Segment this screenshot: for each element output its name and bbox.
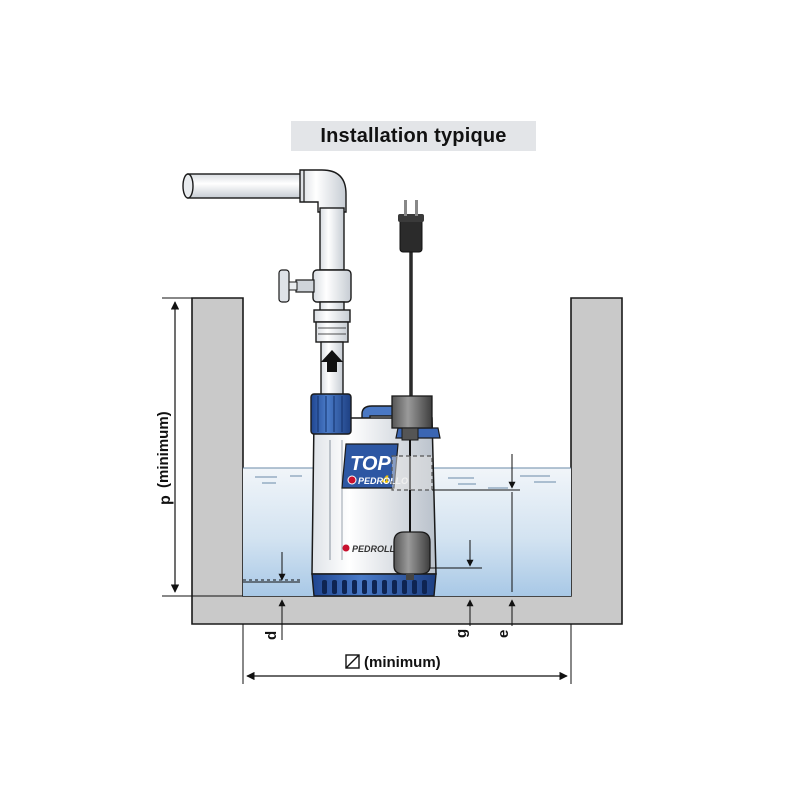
- dimension-e: e: [432, 454, 520, 638]
- dimension-p-label: p: [157, 495, 174, 505]
- pump-model-number: 4: [381, 473, 389, 487]
- discharge-pipe: [182, 169, 347, 271]
- dimension-p: p (minimum): [155, 297, 243, 597]
- dimension-e-label: e: [495, 630, 512, 638]
- diameter-symbol-box-icon: [345, 654, 360, 669]
- title-banner: Installation typique: [291, 121, 536, 151]
- dimension-diameter-note: (minimum): [364, 654, 441, 671]
- dimension-p-note: (minimum): [155, 411, 172, 488]
- gate-valve-icon: [278, 269, 352, 303]
- electric-plug-icon: [398, 200, 424, 253]
- flow-direction-arrow-icon: [321, 350, 343, 372]
- dimension-g-label: g: [453, 629, 470, 638]
- brand-logo-dot-icon: [347, 475, 357, 485]
- float-switch-icon: [391, 395, 433, 580]
- riser-pipe: [313, 301, 351, 397]
- sump-walls: [191, 297, 623, 625]
- brand-logo-text: PEDROLLO: [358, 476, 408, 486]
- pump-model-label: TOP: [350, 453, 391, 475]
- dimension-d-label: d: [263, 631, 280, 640]
- brand-logo-dot-lower-icon: [342, 544, 350, 552]
- diagram-title: Installation typique: [320, 124, 507, 147]
- dimension-g: g: [430, 540, 482, 638]
- dimension-diameter: (minimum): [242, 624, 572, 684]
- brand-logo-lower-text: PEDROLLO: [352, 544, 402, 554]
- dimension-d: d: [243, 552, 300, 640]
